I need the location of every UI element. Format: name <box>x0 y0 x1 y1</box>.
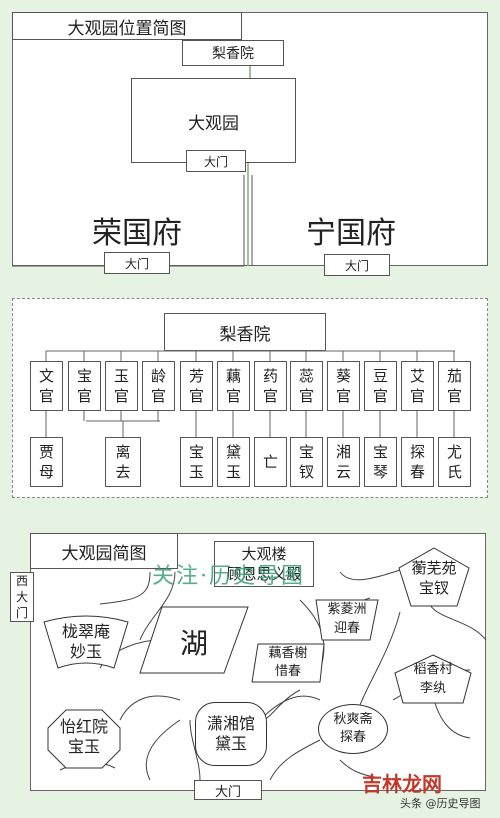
watermark-brand: 吉林龙网 <box>362 772 442 796</box>
owner-3: 黛 玉 <box>217 437 250 487</box>
watermark-text: 关注·历史导图 <box>152 564 305 589</box>
actor-3: 龄 官 <box>142 361 175 411</box>
qiushuangzhai-label: 秋爽斋 探春 <box>333 712 373 745</box>
owner-9: 尤 氏 <box>438 437 471 487</box>
actor-6: 药 官 <box>254 361 287 411</box>
yihongyuan-label: 怡红院 宝玉 <box>59 717 108 756</box>
ningguofu-gate: 大门 <box>324 254 390 276</box>
main-gate-box: 大门 <box>194 780 262 800</box>
xiaoxiangguan-shape: 潇湘馆 黛玉 <box>195 702 267 766</box>
gu-en-si-yi-hall-label: 顾恩思义殿 <box>226 565 302 583</box>
ningguofu-label: 宁国府 <box>306 216 396 251</box>
lixiangyuan-root: 梨香院 <box>164 313 326 351</box>
ouxiangxie-label: 藕香榭 惜春 <box>268 646 308 679</box>
actor-10: 艾 官 <box>401 361 434 411</box>
hengwuyuan-shape <box>398 547 470 607</box>
rongguofu-label: 荣国府 <box>92 216 182 251</box>
daguanlou-label: 大观楼 <box>241 545 287 563</box>
ouxiangxie-shape <box>251 643 325 683</box>
location-diagram-title: 大观园位置简图 <box>12 12 242 40</box>
daoxiangcun-shape <box>394 654 472 704</box>
actor-2: 玉 官 <box>105 361 138 411</box>
actor-7: 蕊 官 <box>290 361 323 411</box>
lake-shape <box>139 606 249 674</box>
actor-4: 芳 官 <box>180 361 213 411</box>
actor-1: 宝 官 <box>68 361 101 411</box>
longcuian-shape <box>43 615 129 669</box>
actor-8: 葵 官 <box>327 361 360 411</box>
owner-1: 离 去 <box>105 437 141 487</box>
watermark-credit: 头条 @历史导图 <box>400 797 481 810</box>
zilingzhou-shape <box>315 599 379 641</box>
actor-11: 茄 官 <box>438 361 471 411</box>
west-gate-box: 西 大门 <box>10 572 34 622</box>
owner-8: 探 春 <box>401 437 434 487</box>
lake-label: 湖 <box>179 627 208 660</box>
hengwuyuan-label: 蘅芜苑 宝钗 <box>411 559 457 597</box>
actor-0: 文 官 <box>30 361 63 411</box>
daoxiangcun-label: 稻香村 李纨 <box>413 662 453 696</box>
owner-0: 贾 母 <box>30 437 63 487</box>
actor-5: 藕 官 <box>217 361 250 411</box>
zilingzhou-label: 紫菱洲 迎春 <box>327 602 367 636</box>
owner-5: 宝 钗 <box>290 437 323 487</box>
owner-2: 宝 玉 <box>180 437 213 487</box>
daguanyuan-label: 大观园 <box>188 114 239 134</box>
owner-4: 亡 <box>254 437 287 487</box>
daguanlou-box: 大观楼 顾恩思义殿 <box>214 541 314 587</box>
rongguofu-gate: 大门 <box>104 252 170 274</box>
longcuian-label: 栊翠庵 妙玉 <box>61 622 110 661</box>
xiaoxiangguan-label: 潇湘馆 黛玉 <box>206 714 255 753</box>
lixiangyuan-box: 梨香院 <box>182 40 284 66</box>
qiushuangzhai-shape: 秋爽斋 探春 <box>318 704 388 754</box>
garden-map-title: 大观园简图 <box>30 533 178 569</box>
actor-9: 豆 官 <box>364 361 397 411</box>
daguanyuan-box: 大观园 <box>131 78 296 163</box>
owner-6: 湘 云 <box>327 437 360 487</box>
owner-7: 宝 琴 <box>364 437 397 487</box>
daguanyuan-gate: 大门 <box>186 150 246 172</box>
yihongyuan-shape <box>47 709 121 769</box>
